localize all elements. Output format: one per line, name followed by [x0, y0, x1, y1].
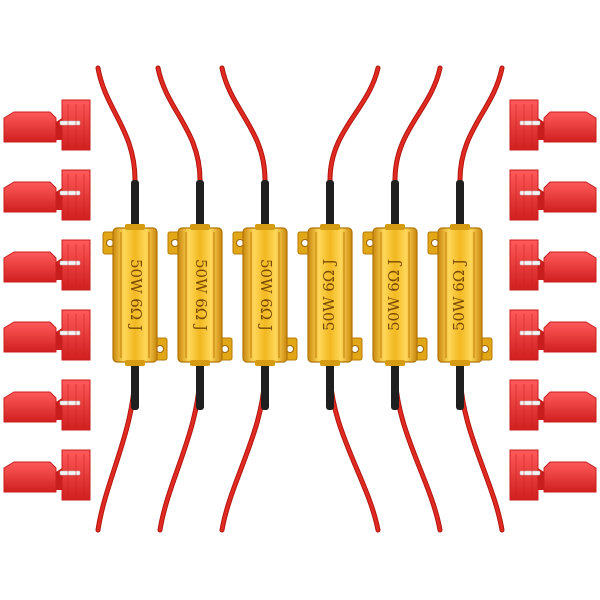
tap-blade [59, 330, 81, 336]
heat-shrink-top-1 [131, 180, 139, 232]
wire-top-core-3 [220, 66, 267, 182]
resistor-label: 50W 6Ω J [450, 259, 468, 331]
tap-connector-right-5 [509, 379, 597, 431]
heat-shrink-bottom-5 [391, 358, 399, 410]
resistor-end-cap [320, 224, 340, 230]
wire-top-core-1 [96, 66, 137, 182]
tap-body [3, 111, 57, 143]
tap-body [543, 391, 597, 423]
resistor-end-cap [385, 224, 405, 230]
resistor-2: 50W 6Ω J [167, 224, 233, 366]
tap-blade [59, 400, 81, 406]
tap-body [3, 321, 57, 353]
tap-blade [59, 260, 81, 266]
tap-blade [519, 330, 541, 336]
tap-connector-left-2 [3, 169, 91, 221]
tap-body [3, 181, 57, 213]
resistors-layer: 50W 6Ω J 50W 6Ω J 50W 6Ω J 50W 6Ω J 50W 6Ω J… [102, 224, 493, 366]
wires-layer [95, 65, 505, 533]
heat-shrink-bottom-2 [196, 358, 204, 410]
heat-shrink-top-6 [456, 180, 464, 232]
resistor-3: 50W 6Ω J [232, 224, 298, 366]
tap-connector-left-6 [3, 449, 91, 501]
tap-body [3, 391, 57, 423]
resistor-end-cap [255, 360, 275, 366]
resistor-end-cap [450, 224, 470, 230]
tap-connector-left-1 [3, 99, 91, 151]
tap-connector-right-2 [509, 169, 597, 221]
tap-body [543, 321, 597, 353]
tap-blade [519, 470, 541, 476]
wire-top-core-6 [458, 66, 504, 182]
wire-top-core-4 [328, 66, 380, 182]
tap-body [543, 181, 597, 213]
tap-blade [519, 190, 541, 196]
resistor-end-cap [385, 360, 405, 366]
tap-connector-right-1 [509, 99, 597, 151]
tap-body [3, 461, 57, 493]
tap-blade [59, 470, 81, 476]
heat-shrink-top-5 [391, 180, 399, 232]
resistor-label: 50W 6Ω J [192, 259, 210, 331]
heat-shrink-bottom-1 [131, 358, 139, 410]
tap-connector-left-3 [3, 239, 91, 291]
tap-connectors-layer [3, 99, 597, 501]
resistor-end-cap [125, 224, 145, 230]
resistor-label: 50W 6Ω J [320, 259, 338, 331]
heat-shrink-bottom-6 [456, 358, 464, 410]
heat-shrink-bottom-4 [326, 358, 334, 410]
tap-body [543, 461, 597, 493]
heat-shrink-top-4 [326, 180, 334, 232]
resistor-1: 50W 6Ω J [102, 224, 168, 366]
resistor-end-cap [125, 360, 145, 366]
resistor-6: 50W 6Ω J [427, 224, 493, 366]
resistor-end-cap [320, 360, 340, 366]
resistor-end-cap [190, 224, 210, 230]
wire-top-core-5 [393, 66, 442, 182]
resistor-label: 50W 6Ω J [385, 259, 403, 331]
heat-shrink-top-2 [196, 180, 204, 232]
tap-blade [519, 400, 541, 406]
tap-blade [519, 120, 541, 126]
resistor-5: 50W 6Ω J [362, 224, 428, 366]
tap-body [543, 251, 597, 283]
resistor-label: 50W 6Ω J [127, 259, 145, 331]
heat-shrink-bottom-3 [261, 358, 269, 410]
tap-connector-right-3 [509, 239, 597, 291]
tap-connector-left-5 [3, 379, 91, 431]
tap-connector-left-4 [3, 309, 91, 361]
resistor-end-cap [450, 360, 470, 366]
tap-body [3, 251, 57, 283]
wire-top-core-2 [156, 66, 202, 182]
tap-connector-right-4 [509, 309, 597, 361]
resistor-label: 50W 6Ω J [257, 259, 275, 331]
tap-connector-right-6 [509, 449, 597, 501]
tap-blade [59, 190, 81, 196]
resistor-4: 50W 6Ω J [297, 224, 363, 366]
resistor-end-cap [255, 224, 275, 230]
resistor-end-cap [190, 360, 210, 366]
tap-blade [519, 260, 541, 266]
tap-blade [59, 120, 81, 126]
tap-body [543, 111, 597, 143]
heat-shrink-top-3 [261, 180, 269, 232]
